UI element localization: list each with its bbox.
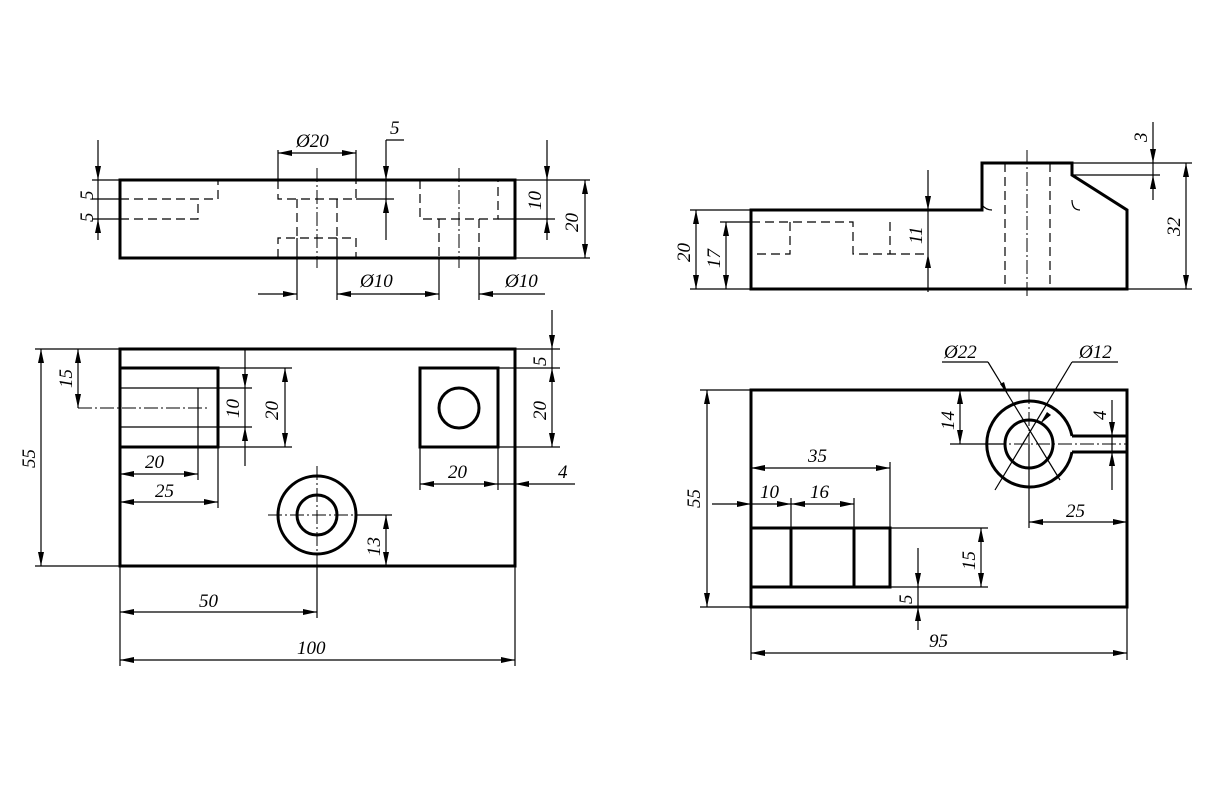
front-right-outline [749, 161, 1129, 291]
dim-5b: 5 [77, 213, 98, 223]
dim-15: 15 [56, 369, 77, 388]
dim-10-slot: 10 [760, 482, 780, 503]
top-right-outline [749, 388, 1129, 609]
dim-20-width: 20 [145, 452, 165, 473]
dim-25-right: 25 [1066, 501, 1085, 522]
top-view-left: 55 15 10 20 20 25 [19, 310, 575, 666]
dim-dia12: Ø12 [1078, 342, 1112, 363]
pocket-outline [118, 366, 220, 449]
dim-50: 50 [199, 591, 219, 612]
dim-4-right: 4 [1090, 410, 1111, 420]
dim-dia20: Ø20 [295, 131, 329, 152]
dim-dia22: Ø22 [943, 342, 977, 363]
dim-55-right: 55 [684, 489, 705, 508]
dim-17: 17 [704, 248, 725, 269]
dim-15-right: 15 [959, 551, 980, 570]
dim-3: 3 [1131, 133, 1152, 144]
dim-20-pocket: 20 [262, 401, 283, 421]
front-view-left: 5 5 Ø20 5 10 20 Ø10 [77, 118, 590, 300]
dim-16: 16 [810, 482, 830, 503]
dim-5a: 5 [77, 191, 98, 201]
front-view-right: 20 17 11 3 32 [674, 122, 1192, 298]
square-boss [418, 366, 500, 449]
dim-20-boss: 20 [448, 462, 468, 483]
dim-5-top: 5 [390, 118, 400, 139]
dim-10-pocket: 10 [223, 399, 244, 419]
dim-55-left: 55 [19, 449, 40, 468]
dim-dia10-b: Ø10 [504, 271, 538, 292]
dim-dia10-a: Ø10 [359, 271, 393, 292]
dim-14: 14 [938, 411, 959, 431]
dim-25: 25 [155, 481, 174, 502]
dim-5-bottom: 5 [896, 595, 917, 605]
dim-10-right: 10 [525, 191, 546, 211]
dim-100: 100 [297, 638, 326, 659]
dim-13: 13 [364, 537, 385, 556]
slot-outline [749, 526, 892, 589]
dim-32: 32 [1164, 217, 1185, 238]
dim-35: 35 [807, 446, 827, 467]
top-view-right: Ø22 Ø12 14 4 25 35 10 1 [684, 342, 1129, 660]
dim-20-fr: 20 [674, 243, 695, 263]
hole-right [437, 386, 481, 430]
dim-4: 4 [558, 462, 568, 483]
dim-20-right-b: 20 [530, 401, 551, 421]
dim-95: 95 [929, 631, 948, 652]
dim-11: 11 [906, 226, 927, 244]
dim-5-right: 5 [530, 357, 551, 367]
dim-20-right: 20 [562, 213, 583, 233]
